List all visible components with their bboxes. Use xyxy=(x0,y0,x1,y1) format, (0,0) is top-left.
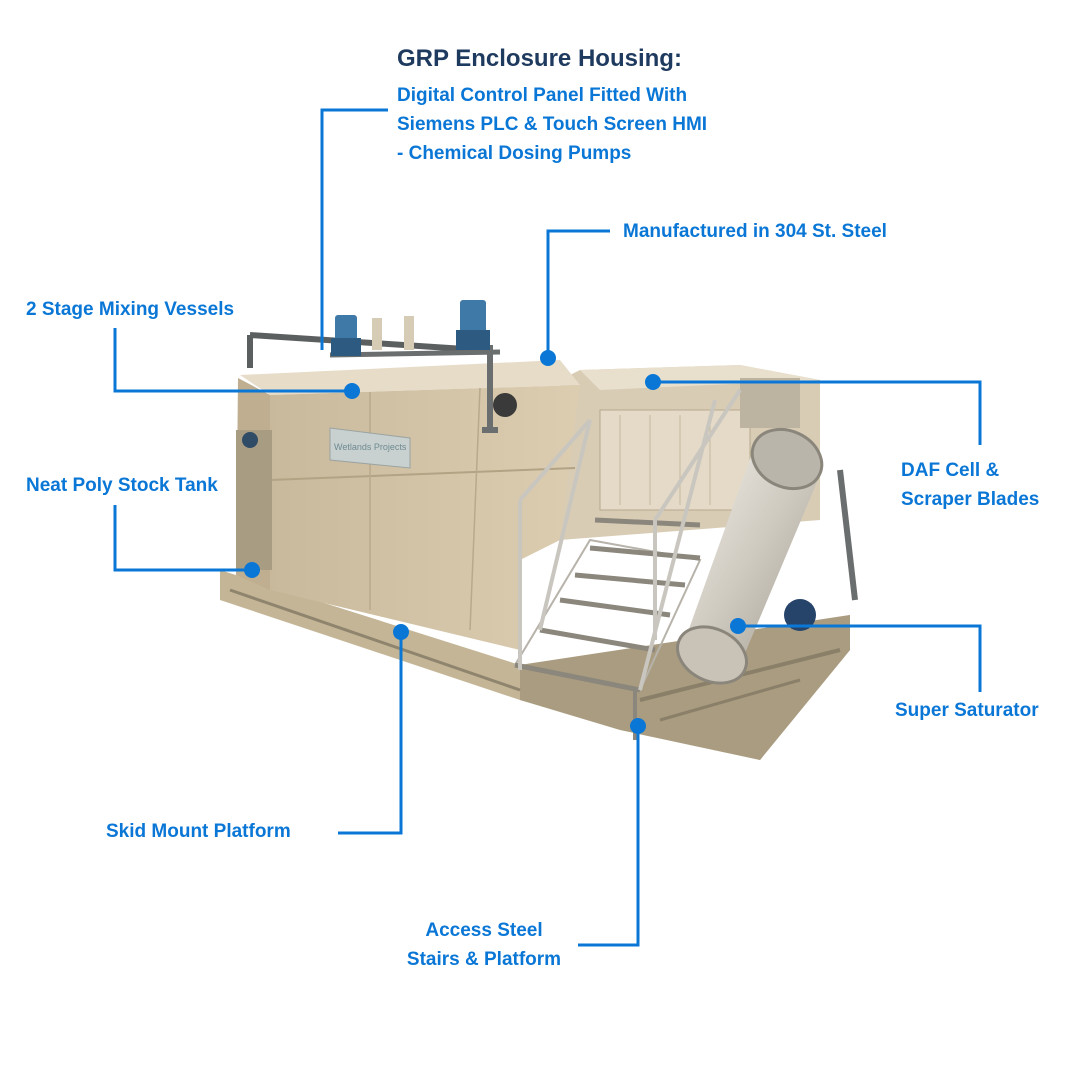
leader-poly xyxy=(113,505,252,572)
poly-callout: Neat Poly Stock Tank xyxy=(26,471,218,500)
sign-text: Wetlands Projects xyxy=(334,442,407,452)
skid-platform xyxy=(220,570,850,760)
saturator-line-1: Super Saturator xyxy=(895,700,1039,721)
skid-callout: Skid Mount Platform xyxy=(106,817,291,846)
grp-line-3: - Chemical Dosing Pumps xyxy=(397,143,632,164)
leader-stairs xyxy=(578,726,640,947)
dot-daf xyxy=(645,374,661,390)
dot-saturator xyxy=(730,618,746,634)
mixing-callout: 2 Stage Mixing Vessels xyxy=(26,295,234,324)
dot-steel xyxy=(540,350,556,366)
steel-callout: Manufactured in 304 St. Steel xyxy=(623,217,887,246)
dot-poly xyxy=(244,562,260,578)
callout-dots xyxy=(244,350,746,734)
poly-stock-tank xyxy=(236,430,272,570)
daf-line-2: Scraper Blades xyxy=(901,489,1040,510)
leader-grp xyxy=(320,108,388,350)
daf-line-1: DAF Cell & xyxy=(901,460,1000,481)
steel-line-1: Manufactured in 304 St. Steel xyxy=(623,221,887,242)
leader-steel xyxy=(546,229,610,358)
leader-saturator xyxy=(738,624,982,692)
dot-mixing xyxy=(344,383,360,399)
grp-line-1: Digital Control Panel Fitted With xyxy=(397,85,688,106)
leader-skid xyxy=(338,632,403,835)
stairs-line-1: Access Steel xyxy=(425,920,543,941)
access-stairs xyxy=(513,388,742,740)
saturator-callout: Super Saturator xyxy=(895,696,1039,725)
skid-line-1: Skid Mount Platform xyxy=(106,821,291,842)
grp-callout: Digital Control Panel Fitted With Siemen… xyxy=(397,81,707,168)
top-pipework xyxy=(247,300,517,433)
dot-skid xyxy=(393,624,409,640)
stairs-line-2: Stairs & Platform xyxy=(406,949,562,970)
super-saturator xyxy=(676,427,858,685)
poly-line-1: Neat Poly Stock Tank xyxy=(26,475,218,496)
grp-title: GRP Enclosure Housing: xyxy=(397,45,682,72)
leader-lines xyxy=(113,108,982,947)
mixing-line-1: 2 Stage Mixing Vessels xyxy=(26,299,235,320)
daf-callout: DAF Cell & Scraper Blades xyxy=(901,456,1039,514)
grp-line-2: Siemens PLC & Touch Screen HMI xyxy=(397,114,708,135)
dot-stairs xyxy=(630,718,646,734)
leader-mixing xyxy=(113,328,352,393)
leader-daf xyxy=(653,380,982,445)
stairs-callout: Access Steel Stairs & Platform xyxy=(398,916,570,974)
